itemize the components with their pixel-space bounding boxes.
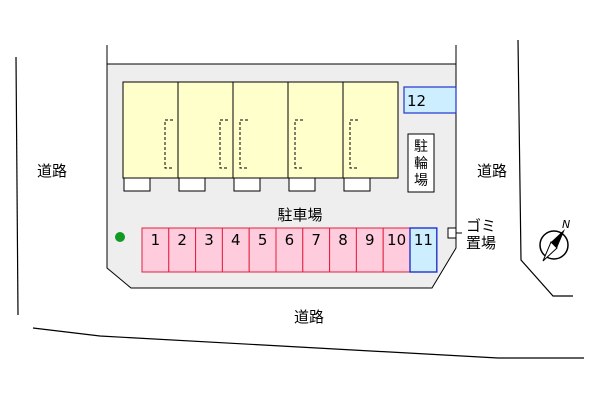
- bike-parking-char-3: 場: [414, 173, 428, 189]
- garbage-label-line2: 置場: [466, 234, 496, 252]
- parking-space-7: [302, 227, 331, 273]
- building-unit: [342, 81, 399, 179]
- road-label-left: 道路: [37, 162, 67, 180]
- parking-space-12: [403, 86, 457, 114]
- bike-parking-box: [407, 133, 435, 193]
- road-edge-right: [517, 39, 573, 297]
- road-edge-bottom: [32, 327, 584, 359]
- building-unit: [232, 81, 289, 179]
- parking-space-label: 6: [285, 231, 295, 249]
- parking-space-11: [409, 227, 438, 273]
- road-edge-left: [15, 56, 19, 316]
- stair-outline: [294, 119, 303, 169]
- garbage-label-line1: ゴミ: [466, 217, 496, 235]
- compass-icon: [539, 229, 569, 262]
- parking-space-6: [275, 227, 304, 273]
- parking-space-label: 7: [311, 231, 321, 249]
- stair-outline: [219, 119, 228, 169]
- road-label-right: 道路: [477, 162, 507, 180]
- parking-space-3: [195, 227, 223, 273]
- parking-space-label: 3: [204, 231, 214, 249]
- parking-space-9: [355, 227, 384, 273]
- compass-north-label: N: [562, 218, 570, 231]
- parking-space-8: [329, 227, 357, 273]
- parking-space-label: 4: [231, 231, 241, 249]
- balcony: [233, 177, 261, 192]
- tree-icon: [115, 232, 125, 242]
- parking-label: 駐車場: [277, 206, 322, 224]
- parking-space-label: 5: [258, 231, 268, 249]
- parking-space-1: [141, 227, 170, 273]
- parking-space-label: 10: [387, 231, 406, 249]
- parking-space-label: 9: [365, 231, 375, 249]
- building-unit: [287, 81, 344, 179]
- balcony: [123, 177, 151, 192]
- parking-space-label: 11: [414, 231, 433, 249]
- stair-outline: [349, 119, 358, 169]
- building-unit: [122, 81, 179, 179]
- bike-parking-char-2: 輪: [414, 155, 428, 172]
- balcony: [178, 177, 206, 192]
- stair-outline: [239, 119, 248, 169]
- parking-space-label: 2: [177, 231, 187, 249]
- parking-space-label: 8: [338, 231, 348, 249]
- parking-space-label: 1: [151, 231, 161, 249]
- apartment-building: [122, 81, 399, 192]
- parking-space-5: [248, 227, 277, 273]
- parking-space-4: [221, 227, 250, 273]
- stair-outline: [164, 119, 173, 169]
- bike-parking-char-1: 駐: [414, 139, 428, 155]
- balcony: [343, 177, 371, 192]
- road-label-bottom: 道路: [294, 308, 324, 326]
- parking-space-2: [168, 227, 197, 273]
- garbage-box: [447, 227, 457, 239]
- balcony: [288, 177, 316, 192]
- parking-space-12-label: 12: [407, 92, 426, 110]
- building-unit: [177, 81, 234, 179]
